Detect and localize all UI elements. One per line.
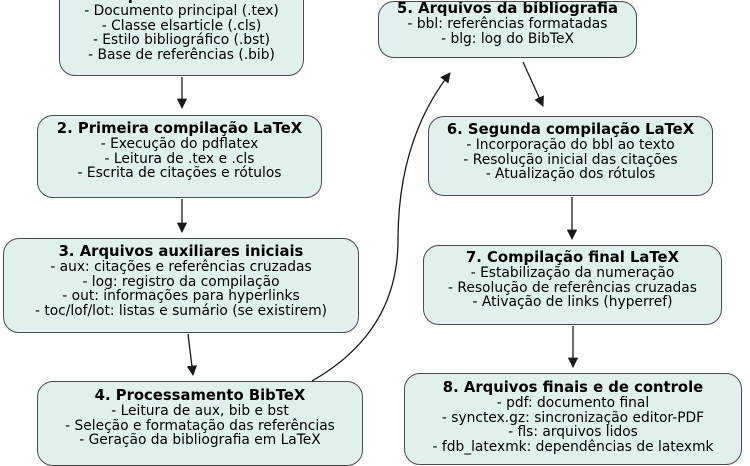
box-title: 3. Arquivos auxiliares iniciais (58, 243, 304, 260)
box-line: - Leitura de aux, bib e bst (111, 402, 289, 419)
box-line: - Seleção e formatação das referências (65, 417, 335, 434)
box-line: - Base de referências (.bib) (88, 47, 275, 64)
box-2-primeira-compilacao: 2. Primeira compilação LaTeX - Execução … (37, 115, 322, 198)
box-line: - toc/lof/lot: listas e sumário (se exis… (34, 303, 328, 320)
flowchart: 1. Arquivos fonte LaTeX - Documento prin… (3, 0, 742, 466)
box-3-arquivos-auxiliares: 3. Arquivos auxiliares iniciais - aux: c… (3, 238, 359, 333)
box-line: - blg: log do BibTeX (441, 30, 574, 47)
box-5-arquivos-bibliografia: 5. Arquivos da bibliografia - bbl: refer… (378, 1, 637, 58)
box-line: - Execução do pdflatex (100, 135, 259, 152)
box-4-processamento-bibtex: 4. Processamento BibTeX - Leitura de aux… (37, 381, 363, 466)
box-line: - Escrita de citações e rótulos (77, 165, 282, 182)
box-line: - Geração da bibliografia em LaTeX (79, 432, 321, 449)
box-7-compilacao-final: 7. Compilação final LaTeX - Estabilizaçã… (423, 245, 722, 325)
box-title: 4. Processamento BibTeX (94, 387, 306, 404)
box-line: - pdf: documento final (496, 394, 650, 411)
box-title: 8. Arquivos finais e de controle (442, 379, 704, 396)
box-line: - bbl: referências formatadas (407, 15, 608, 32)
box-line: - Documento principal (.tex) (84, 2, 279, 19)
box-1-arquivos-fonte-latex: 1. Arquivos fonte LaTeX - Documento prin… (59, 0, 304, 76)
box-line: - Resolução inicial das citações (463, 151, 678, 168)
arrow-3-to-4 (186, 333, 198, 377)
box-line: - Incorporação do bbl ao texto (466, 136, 675, 153)
box-title: 7. Compilação final LaTeX (465, 249, 679, 266)
box-line: - synctex.gz: sincronização editor-PDF (441, 409, 705, 426)
box-line: - fls: arquivos lidos (508, 424, 638, 441)
box-line: - log: registro da compilação (82, 273, 280, 290)
box-line: - Classe elsarticle (.cls) (101, 17, 262, 34)
box-line: - fdb_latexmk: dependências de latexmk (432, 439, 714, 456)
box-title: 1. Arquivos fonte LaTeX (64, 0, 299, 4)
box-line: - Resolução de referências cruzadas (448, 279, 697, 296)
box-line: - Leitura de .tex e .cls (104, 150, 255, 167)
box-line: - aux: citações e referências cruzadas (50, 258, 312, 275)
box-6-segunda-compilacao: 6. Segunda compilação LaTeX - Incorporaç… (428, 116, 713, 196)
box-title: 2. Primeira compilação LaTeX (56, 120, 303, 137)
box-line: - Estilo bibliográfico (.bst) (92, 32, 271, 49)
arrow-4-to-5 (311, 72, 451, 382)
box-line: - out: informações para hyperlinks (62, 288, 300, 305)
box-line: - Atualização dos rótulos (485, 166, 656, 183)
box-line: - Ativação de links (hyperref) (472, 294, 673, 311)
arrow-5-to-6 (522, 61, 544, 107)
box-line: - Estabilização da numeração (470, 264, 675, 281)
box-8-arquivos-finais: 8. Arquivos finais e de controle - pdf: … (404, 373, 742, 465)
box-title: 5. Arquivos da bibliografia (397, 1, 618, 17)
box-title: 6. Segunda compilação LaTeX (446, 121, 695, 138)
